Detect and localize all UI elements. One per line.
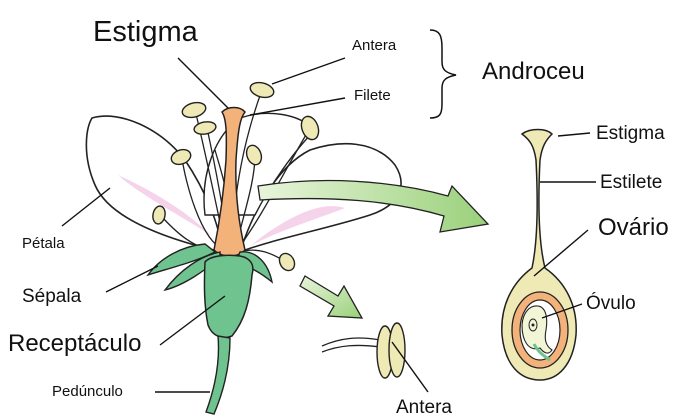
label-ovario: Ovário xyxy=(598,216,669,240)
pistil-detail xyxy=(502,130,576,381)
label-sepala: Sépala xyxy=(22,287,81,306)
label-antera-bottom: Antera xyxy=(396,398,452,417)
androceu-brace xyxy=(430,30,456,118)
label-pedunculo: Pedúnculo xyxy=(52,384,123,399)
anther-detail xyxy=(322,323,405,378)
label-estilete: Estilete xyxy=(600,173,662,192)
label-ovulo: Óvulo xyxy=(586,294,636,313)
label-petala: Pétala xyxy=(22,236,65,251)
label-androceu: Androceu xyxy=(482,60,585,84)
label-estigma-right: Estigma xyxy=(596,124,665,143)
label-antera-top: Antera xyxy=(352,38,396,53)
receptacle xyxy=(204,255,252,337)
label-receptaculo: Receptáculo xyxy=(8,332,141,356)
flower xyxy=(86,80,401,414)
label-estigma-main: Estigma xyxy=(93,18,198,47)
peduncle xyxy=(206,336,230,414)
arrow-to-anther xyxy=(300,276,362,318)
label-filete: Filete xyxy=(354,88,391,103)
